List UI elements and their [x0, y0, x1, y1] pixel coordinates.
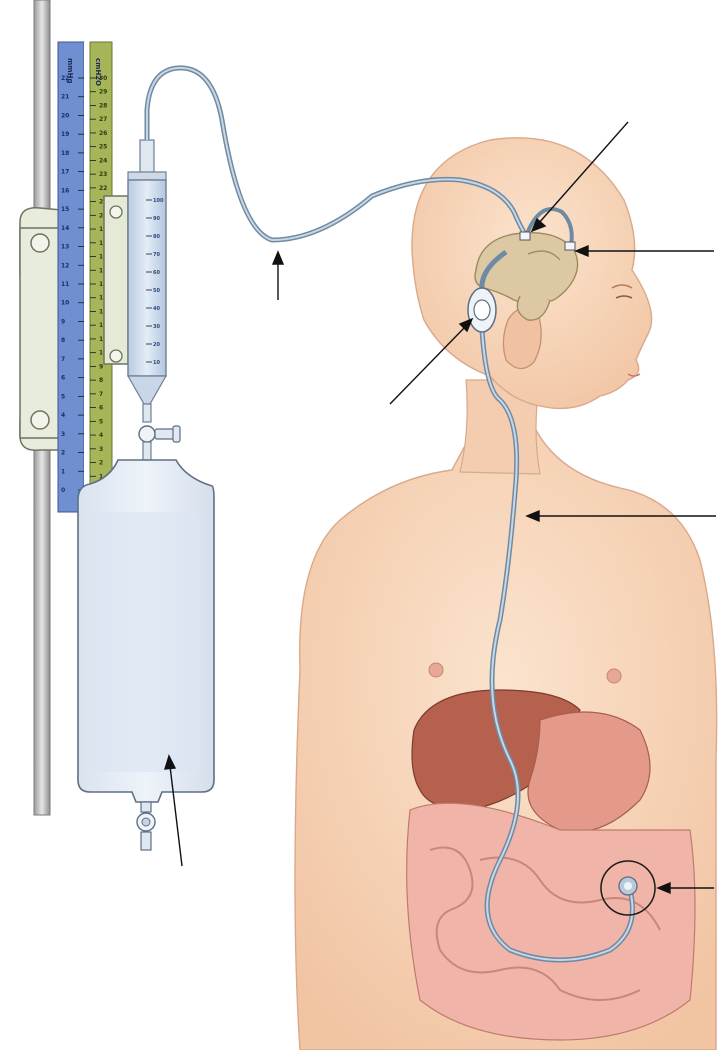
scale-green-label: 9 — [99, 363, 103, 370]
scale-blue-label: 16 — [61, 187, 69, 194]
chamber-label: 30 — [153, 324, 160, 330]
chamber-label: 100 — [153, 198, 164, 204]
stopcock-valve — [139, 404, 180, 460]
scale-green-label: 28 — [99, 102, 107, 109]
scale-green-label: 2 — [99, 460, 103, 467]
scale-blue-label: 4 — [61, 412, 65, 419]
scale-blue-label: 20 — [61, 112, 69, 119]
shunt-valve — [468, 288, 496, 332]
scale-green-label: 4 — [99, 432, 103, 439]
scale-blue-label: 8 — [61, 337, 65, 344]
pole-clamp — [20, 208, 62, 450]
scale-green-label: 23 — [99, 171, 107, 178]
scale-blue-label: 9 — [61, 318, 65, 325]
chamber-label: 10 — [153, 360, 160, 366]
chamber-holder — [104, 196, 128, 364]
chamber-label: 70 — [153, 252, 160, 258]
drip-chamber: 100 90 80 70 60 50 40 30 20 10 — [128, 140, 166, 404]
scale-blue-label: 6 — [61, 375, 65, 382]
scale-green-label: 8 — [99, 377, 103, 384]
scale-green-label: 24 — [99, 157, 107, 164]
chamber-label: 80 — [153, 234, 160, 240]
scale-blue-label: 17 — [61, 169, 69, 176]
scale-blue-label: 10 — [61, 300, 69, 307]
scale-blue-label: 12 — [61, 262, 69, 269]
scale-green-label: 26 — [99, 130, 107, 137]
scale-blue-label: 19 — [61, 131, 69, 138]
scale-blue-label: 0 — [61, 487, 65, 494]
scale-blue-label: 14 — [61, 225, 69, 232]
scale-blue-label: 18 — [61, 150, 69, 157]
chamber-label: 20 — [153, 342, 160, 348]
chamber-label: 50 — [153, 288, 160, 294]
scale-green-label: 5 — [99, 418, 103, 425]
scale-blue-label: 22 — [61, 75, 69, 82]
arrow-tubing — [273, 252, 283, 300]
scale-green-label: 29 — [99, 89, 107, 96]
scale-blue-label: 1 — [61, 468, 65, 475]
scale-blue-label: 2 — [61, 450, 65, 457]
catheter-tip-b — [565, 242, 575, 250]
drainage-bag — [78, 460, 214, 850]
scale-green-label: 25 — [99, 144, 107, 151]
chamber-label: 40 — [153, 306, 160, 312]
scale-green-label: 6 — [99, 405, 103, 412]
scale-blue-label: 3 — [61, 431, 65, 438]
scale-green-label: 22 — [99, 185, 107, 192]
chamber-label: 90 — [153, 216, 160, 222]
scale-green-label: 7 — [99, 391, 103, 398]
scale-blue-label: 7 — [61, 356, 65, 363]
scale-green-label: 30 — [99, 75, 107, 82]
chamber-label: 60 — [153, 270, 160, 276]
scale-green-label: 27 — [99, 116, 107, 123]
scale-green-label: 3 — [99, 446, 103, 453]
scale-blue-label: 11 — [61, 281, 69, 288]
scale-blue-label: 13 — [61, 244, 69, 251]
catheter-tip-a — [520, 232, 530, 240]
scale-blue-label: 15 — [61, 206, 69, 213]
scale-blue-label: 21 — [61, 94, 69, 101]
scale-blue-label: 5 — [61, 393, 65, 400]
